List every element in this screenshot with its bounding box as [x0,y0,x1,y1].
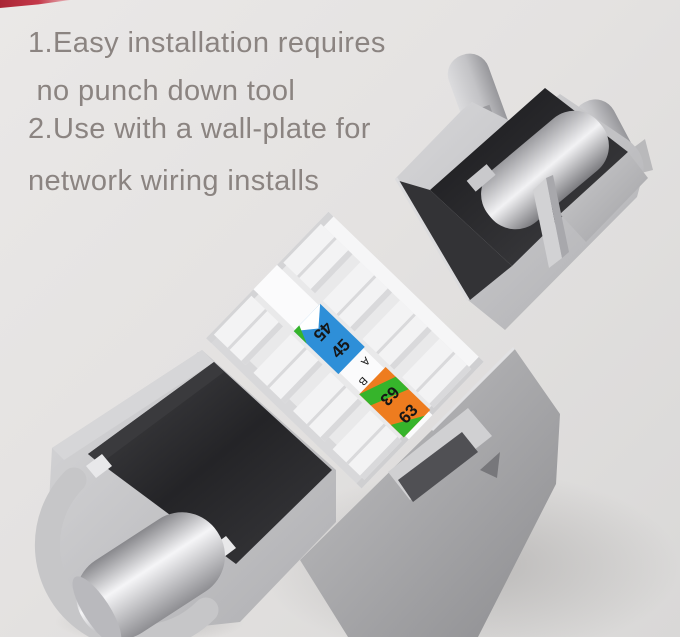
cavity-fin-shade [546,175,569,258]
rim-highlight [394,177,470,301]
idc-tower-shading [227,308,402,480]
idc-tower-shading [297,237,472,408]
label-arrow-notch [293,303,321,332]
keystone-latch-slot [398,432,478,502]
cavity-left-wall [396,180,512,300]
side-face-edge [430,346,516,432]
latch-notch [480,452,500,478]
rim-notch [86,454,112,478]
annotation-line-2: no punch down tool [28,75,296,107]
strain-relief-cylinder [466,110,609,230]
cavity-fin [533,178,562,268]
annotation-line-1: 1.Easy installation requires [28,27,386,59]
side-face [300,348,560,637]
bottom-cavity-wall [88,362,224,464]
cable-entry-cylinder [72,512,225,637]
bottom-rim-highlight [52,350,214,460]
idc-terminal-block: 45 45 A B 63 63 [206,211,484,489]
wiring-label-green-b [359,376,409,406]
annotation-line-3: 2.Use with a wall-plate for [28,113,371,145]
entry-collar [34,467,219,637]
corner-ribbon [0,0,70,8]
wire-spike [633,139,653,173]
annotation-line-4: network wiring installs [28,165,320,197]
cylinder-support [560,152,648,242]
wiring-label-green-c [390,415,425,438]
wiring-label-green-a [293,325,307,344]
